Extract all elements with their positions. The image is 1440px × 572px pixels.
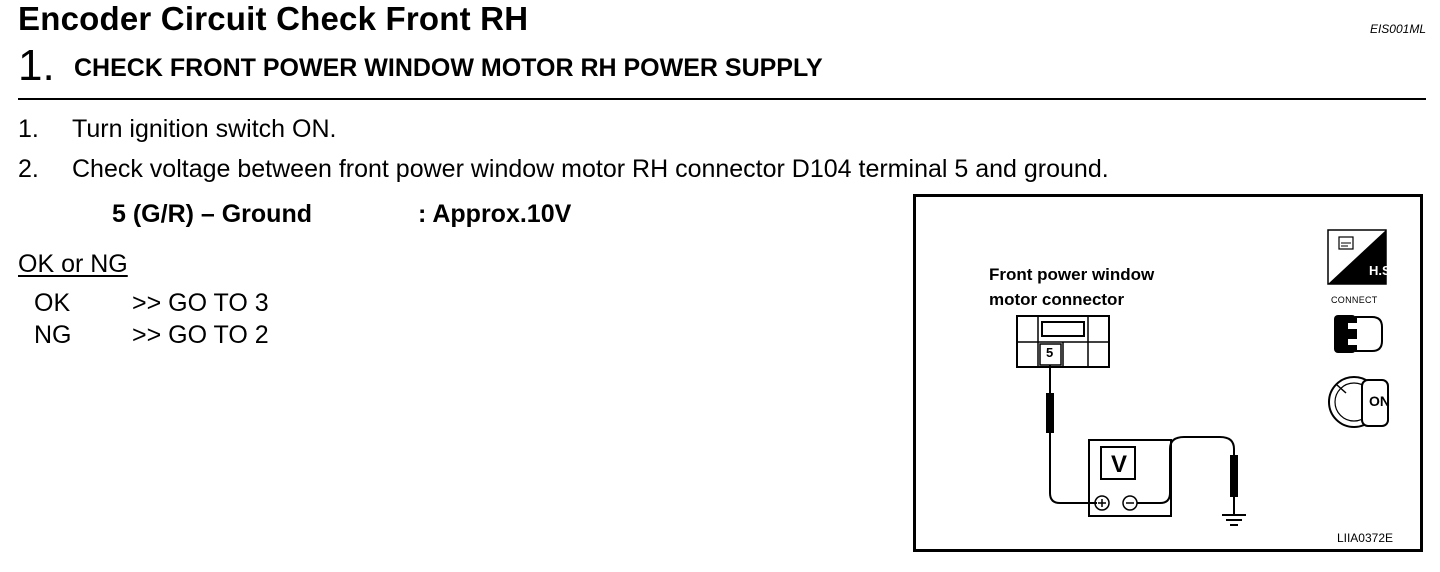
step-title: CHECK FRONT POWER WINDOW MOTOR RH POWER … [74, 54, 823, 82]
step-number: 1. [18, 41, 55, 90]
hs-badge-icon [1327, 229, 1387, 285]
connector-label-line2: motor connector [989, 290, 1125, 309]
result-heading: OK or NG [18, 250, 128, 278]
voltmeter-symbol: V [1111, 451, 1128, 478]
connector-label-line1: Front power window [989, 265, 1155, 284]
instruction-text: Turn ignition switch ON. [72, 115, 337, 143]
header-divider [18, 98, 1426, 100]
voltmeter-icon [1088, 439, 1172, 517]
result-action-ng[interactable]: >> GO TO 2 [132, 321, 269, 349]
connect-label: CONNECT [1331, 295, 1378, 305]
connector-icon [1016, 315, 1110, 368]
positive-probe-icon [1046, 365, 1097, 504]
spec-value: : Approx.10V [418, 200, 572, 228]
result-key-ng: NG [34, 321, 72, 349]
terminal-number: 5 [1046, 345, 1054, 360]
instruction-number: 2. [18, 155, 39, 183]
result-key-ok: OK [34, 289, 71, 317]
section-title: Encoder Circuit Check Front RH [18, 0, 529, 37]
wiring-diagram: Front power window motor connector 5 V H… [913, 194, 1423, 552]
instruction-text: Check voltage between front power window… [72, 155, 1109, 183]
ground-icon [1222, 514, 1246, 526]
spec-label: 5 (G/R) – Ground [112, 200, 312, 228]
connect-icon [1334, 315, 1383, 353]
ignition-on-label: ON [1369, 393, 1390, 409]
instruction-number: 1. [18, 115, 39, 143]
result-action-ok[interactable]: >> GO TO 3 [132, 289, 269, 317]
negative-probe-icon [1137, 436, 1238, 515]
hs-badge-text: H.S. [1369, 263, 1395, 278]
diagram-drawing [1016, 229, 1389, 526]
ignition-key-icon [1328, 376, 1389, 428]
document-id: EIS001ML [1369, 22, 1426, 36]
figure-code: LIIA0372E [1336, 531, 1393, 545]
